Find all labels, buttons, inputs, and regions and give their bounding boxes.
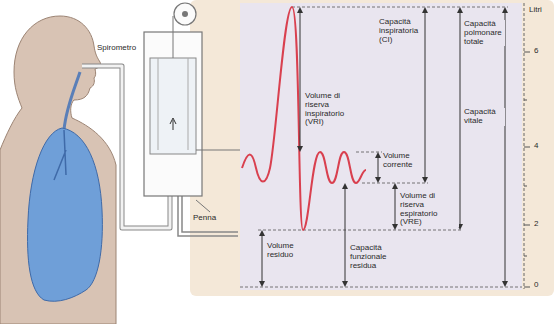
person-silhouette <box>0 16 116 324</box>
panel <box>190 0 554 296</box>
plot-area <box>240 3 522 290</box>
axis-tick: 4 <box>533 142 539 151</box>
axis-title: Litri <box>528 6 543 15</box>
volume-label: Capacità polmonare totale <box>463 20 505 46</box>
lung <box>28 128 103 301</box>
volume-label: Capacità vitale <box>463 108 505 126</box>
axis-tick: 2 <box>533 220 539 229</box>
part-label: Penna <box>192 214 217 223</box>
part-label: Spirometro <box>96 44 137 53</box>
spirogram-curve <box>242 7 366 230</box>
volume-label: Volume di riserva inspiratorio (VRI) <box>304 92 352 127</box>
volume-label: Volume corrente <box>382 152 424 170</box>
volume-label: Volume di riserva espiratorio (VRE) <box>399 192 459 227</box>
volume-label: Capacità funzionale residua <box>349 244 401 270</box>
axis-tick: 6 <box>533 47 539 56</box>
volume-label: Volume residuo <box>266 242 308 260</box>
axis-tick: 0 <box>533 281 539 290</box>
volume-label: Capacità inspiratoria (CI) <box>378 18 424 44</box>
